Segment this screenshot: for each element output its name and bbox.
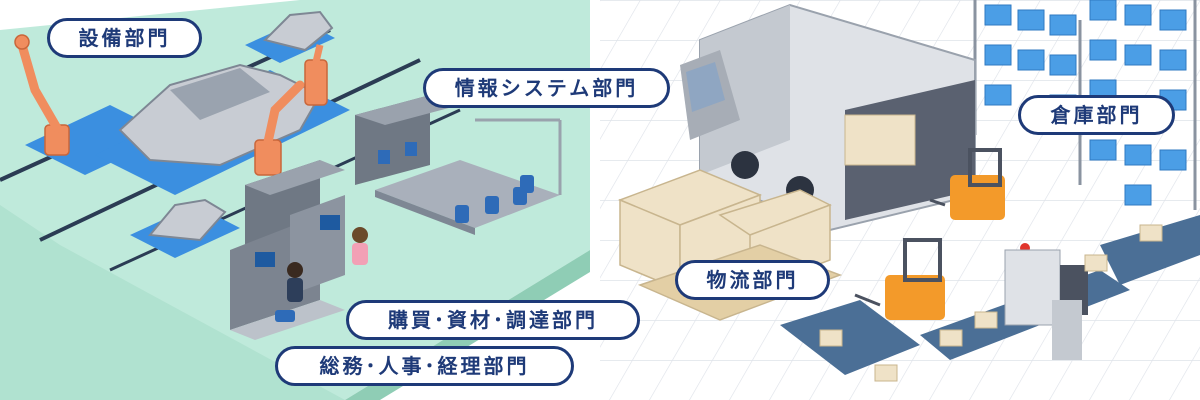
- office-cabinets: [245, 95, 460, 248]
- label-it-department: 情報システム部門: [423, 68, 670, 108]
- conveyor-belts: [780, 215, 1200, 382]
- label-facilities-department: 設備部門: [47, 18, 202, 58]
- delivery-truck: [680, 3, 976, 232]
- robot-arms: [14, 34, 328, 176]
- label-warehouse-department: 倉庫部門: [1018, 95, 1175, 135]
- it-room-tables: [375, 118, 562, 235]
- office-cubicles: [230, 195, 368, 340]
- label-logistics-department: 物流部門: [675, 260, 830, 300]
- label-procurement-department: 購買･資材･調達部門: [346, 300, 640, 340]
- forklifts: [854, 148, 1030, 320]
- assembly-line: [25, 10, 350, 258]
- label-general-affairs-department: 総務･人事･経理部門: [275, 346, 574, 386]
